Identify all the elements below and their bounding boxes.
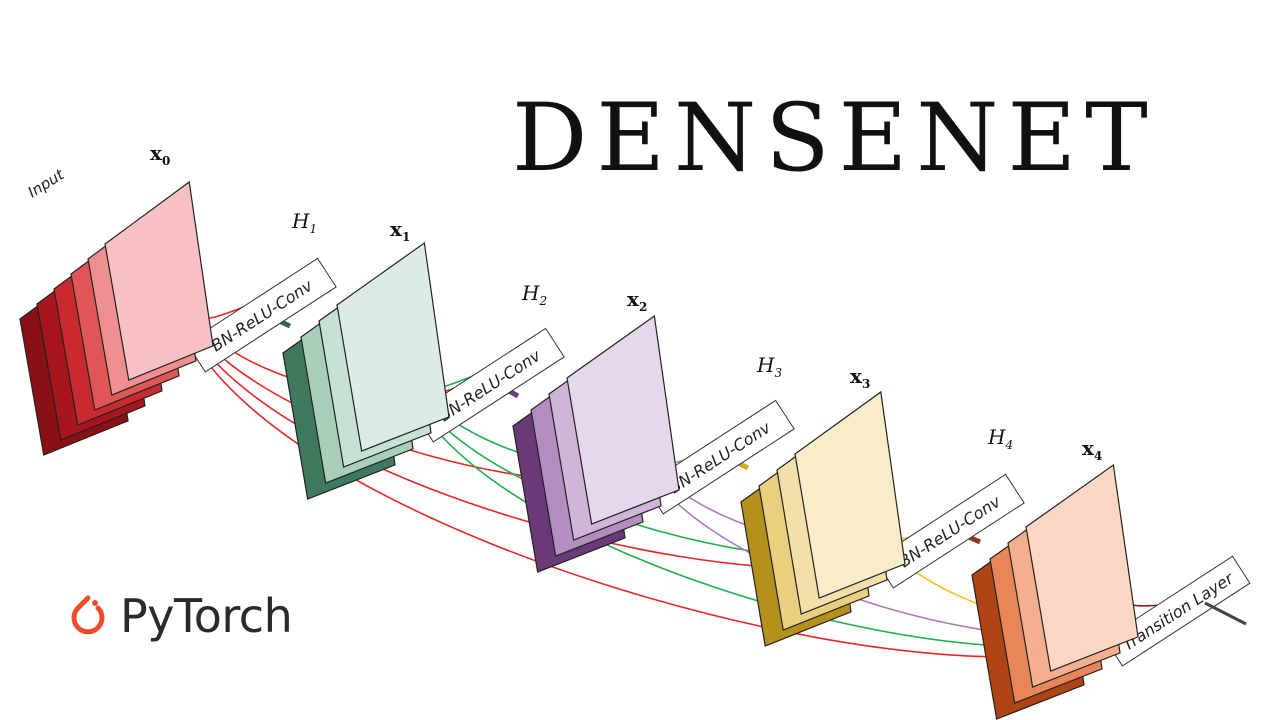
feature-map-stacks <box>19 180 1139 720</box>
box-label: BN-ReLU-Conv <box>666 418 775 498</box>
logo-text: PyTorch <box>120 589 293 643</box>
stack-label-2: x2 <box>627 287 647 314</box>
feature-slab <box>104 180 214 381</box>
box-label: BN-ReLU-Conv <box>436 346 545 426</box>
page-title: DENSENET <box>512 84 1157 193</box>
feature-slab <box>336 241 450 452</box>
feature-stack-4 <box>971 463 1139 720</box>
feature-slab <box>566 314 680 525</box>
feature-stack-2 <box>512 314 680 573</box>
stack-label-3: x3 <box>850 364 870 391</box>
layer-label-3: H4 <box>987 425 1013 452</box>
pytorch-flame-icon <box>71 595 105 635</box>
box-label: BN-ReLU-Conv <box>896 492 1005 572</box>
feature-stack-0 <box>19 180 214 456</box>
stack-label-4: x4 <box>1082 436 1102 463</box>
feature-slab <box>1025 463 1139 672</box>
feature-stack-3 <box>740 390 906 647</box>
layer-label-0: H1 <box>291 209 317 236</box>
feature-stack-1 <box>282 241 450 500</box>
stack-label-0: x0 <box>150 141 170 168</box>
output-arrow <box>1204 601 1247 626</box>
input-label: Input <box>25 165 68 201</box>
layer-label-2: H3 <box>756 353 782 380</box>
layer-label-1: H2 <box>521 281 547 308</box>
feature-slab <box>794 390 906 599</box>
pytorch-logo: PyTorch <box>70 589 293 643</box>
stack-label-1: x1 <box>390 217 410 244</box>
